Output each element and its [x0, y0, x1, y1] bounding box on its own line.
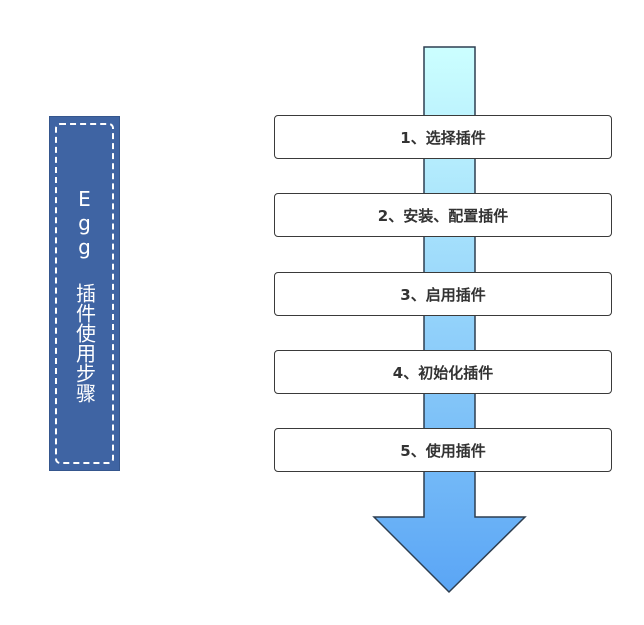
step-box-2: 2、安装、配置插件 [274, 193, 612, 237]
step-box-3: 3、启用插件 [274, 272, 612, 316]
title-panel-dashed-frame [55, 123, 114, 464]
step-box-1: 1、选择插件 [274, 115, 612, 159]
title-panel: Egg 插件使用步骤 [49, 116, 120, 471]
step-box-5: 5、使用插件 [274, 428, 612, 472]
diagram-title: Egg 插件使用步骤 [72, 187, 97, 403]
step-box-4: 4、初始化插件 [274, 350, 612, 394]
